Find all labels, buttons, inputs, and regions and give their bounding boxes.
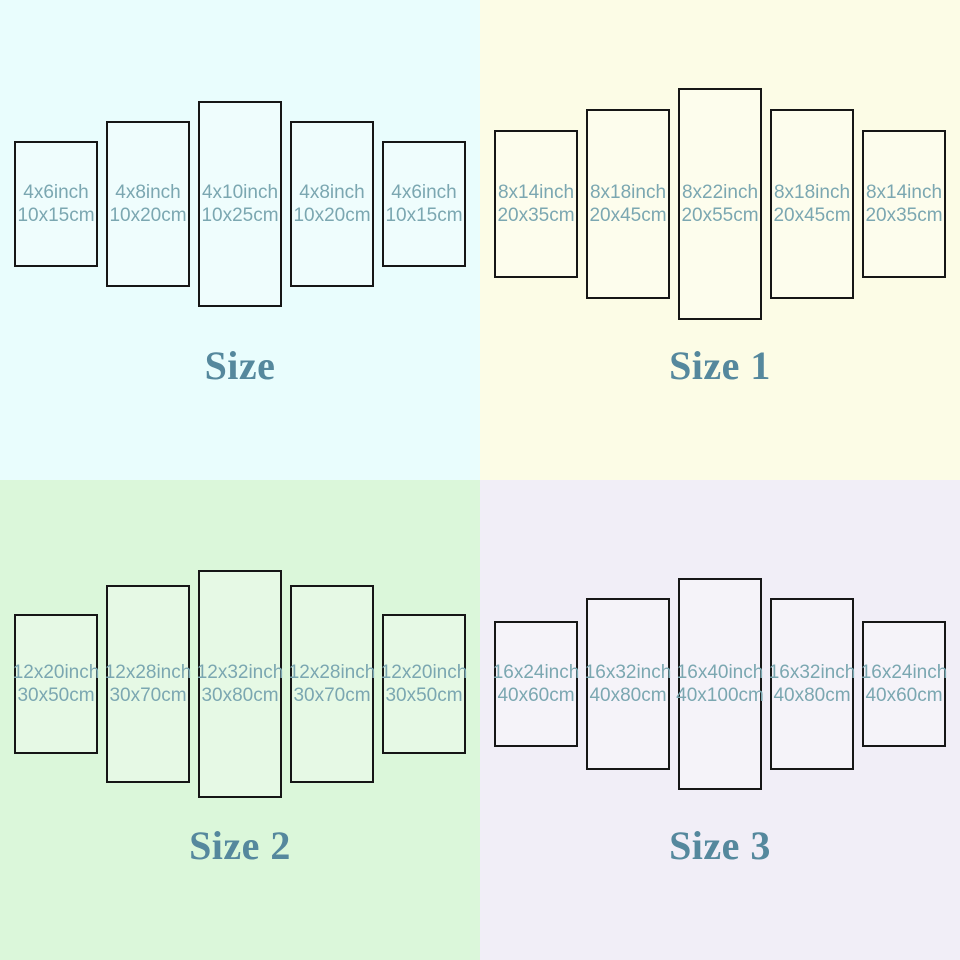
panel-size-inch: 12x28inch: [104, 662, 192, 683]
panel-size-cm: 40x80cm: [589, 685, 667, 706]
panel-size-cm: 20x45cm: [773, 205, 851, 226]
panel-size-inch: 4x10inch: [201, 182, 279, 203]
canvas-panels-row: 16x24inch 40x60cm 16x32inch 40x80cm 16x4…: [492, 544, 948, 824]
panel-size-inch: 16x24inch: [860, 662, 948, 683]
canvas-panel-2: 12x28inch 30x70cm: [104, 585, 192, 783]
panel-size-inch: 4x8inch: [115, 182, 181, 203]
panel-size-inch: 16x32inch: [584, 662, 672, 683]
canvas-panel-2: 8x18inch 20x45cm: [586, 109, 670, 299]
panel-size-inch: 12x32inch: [196, 662, 284, 683]
canvas-panel-3: 8x22inch 20x55cm: [678, 88, 762, 320]
panel-size-cm: 40x60cm: [497, 685, 575, 706]
quadrant-size: 4x6inch 10x15cm 4x8inch 10x20cm 4x10inch…: [0, 0, 480, 480]
panel-size-inch: 16x40inch: [676, 662, 764, 683]
panel-size-cm: 10x20cm: [109, 205, 187, 226]
quadrant-size-1: 8x14inch 20x35cm 8x18inch 20x45cm 8x22in…: [480, 0, 960, 480]
canvas-panel-2: 16x32inch 40x80cm: [584, 598, 672, 770]
canvas-panel-5: 8x14inch 20x35cm: [862, 130, 946, 278]
panel-size-inch: 12x28inch: [288, 662, 376, 683]
panel-size-inch: 12x20inch: [12, 662, 100, 683]
canvas-panel-3: 16x40inch 40x100cm: [676, 578, 764, 790]
panel-size-cm: 10x15cm: [385, 205, 463, 226]
panel-size-cm: 40x80cm: [773, 685, 851, 706]
canvas-panels-row: 8x14inch 20x35cm 8x18inch 20x45cm 8x22in…: [494, 64, 946, 344]
panel-size-cm: 20x55cm: [681, 205, 759, 226]
canvas-panels-row: 12x20inch 30x50cm 12x28inch 30x70cm 12x3…: [12, 544, 468, 824]
canvas-panel-4: 4x8inch 10x20cm: [290, 121, 374, 287]
panel-size-cm: 30x70cm: [293, 685, 371, 706]
canvas-panel-3: 4x10inch 10x25cm: [198, 101, 282, 307]
panel-size-cm: 20x35cm: [865, 205, 943, 226]
panel-size-inch: 12x20inch: [380, 662, 468, 683]
canvas-panel-1: 16x24inch 40x60cm: [492, 621, 580, 747]
canvas-panel-1: 12x20inch 30x50cm: [12, 614, 100, 754]
panel-size-inch: 8x18inch: [773, 182, 851, 203]
quadrant-size-2: 12x20inch 30x50cm 12x28inch 30x70cm 12x3…: [0, 480, 480, 960]
panel-size-cm: 30x70cm: [109, 685, 187, 706]
panel-size-cm: 10x25cm: [201, 205, 279, 226]
quadrant-size-3: 16x24inch 40x60cm 16x32inch 40x80cm 16x4…: [480, 480, 960, 960]
canvas-panel-3: 12x32inch 30x80cm: [196, 570, 284, 798]
panel-size-inch: 4x6inch: [391, 182, 457, 203]
panel-size-inch: 8x14inch: [865, 182, 943, 203]
panel-size-cm: 10x20cm: [293, 205, 371, 226]
panel-size-inch: 4x8inch: [299, 182, 365, 203]
canvas-panel-5: 16x24inch 40x60cm: [860, 621, 948, 747]
canvas-panels-row: 4x6inch 10x15cm 4x8inch 10x20cm 4x10inch…: [14, 64, 466, 344]
panel-size-inch: 8x18inch: [589, 182, 667, 203]
panel-size-cm: 30x50cm: [385, 685, 463, 706]
canvas-panel-2: 4x8inch 10x20cm: [106, 121, 190, 287]
group-title-size-2: Size 2: [189, 823, 291, 868]
panel-size-cm: 20x45cm: [589, 205, 667, 226]
panel-size-inch: 16x24inch: [492, 662, 580, 683]
canvas-panel-4: 12x28inch 30x70cm: [288, 585, 376, 783]
panel-size-inch: 4x6inch: [23, 182, 89, 203]
group-title-size-3: Size 3: [669, 823, 771, 868]
group-title-size: Size: [204, 343, 276, 388]
canvas-panel-1: 8x14inch 20x35cm: [494, 130, 578, 278]
panel-size-cm: 30x50cm: [17, 685, 95, 706]
canvas-panel-4: 16x32inch 40x80cm: [768, 598, 856, 770]
panel-size-cm: 30x80cm: [201, 685, 279, 706]
panel-size-cm: 10x15cm: [17, 205, 95, 226]
canvas-panel-1: 4x6inch 10x15cm: [14, 141, 98, 267]
panel-size-inch: 16x32inch: [768, 662, 856, 683]
canvas-panel-4: 8x18inch 20x45cm: [770, 109, 854, 299]
panel-size-cm: 20x35cm: [497, 205, 575, 226]
panel-size-cm: 40x60cm: [865, 685, 943, 706]
canvas-panel-5: 12x20inch 30x50cm: [380, 614, 468, 754]
panel-size-inch: 8x22inch: [681, 182, 759, 203]
panel-size-cm: 40x100cm: [676, 685, 764, 706]
canvas-panel-5: 4x6inch 10x15cm: [382, 141, 466, 267]
panel-size-inch: 8x14inch: [497, 182, 575, 203]
group-title-size-1: Size 1: [669, 343, 771, 388]
